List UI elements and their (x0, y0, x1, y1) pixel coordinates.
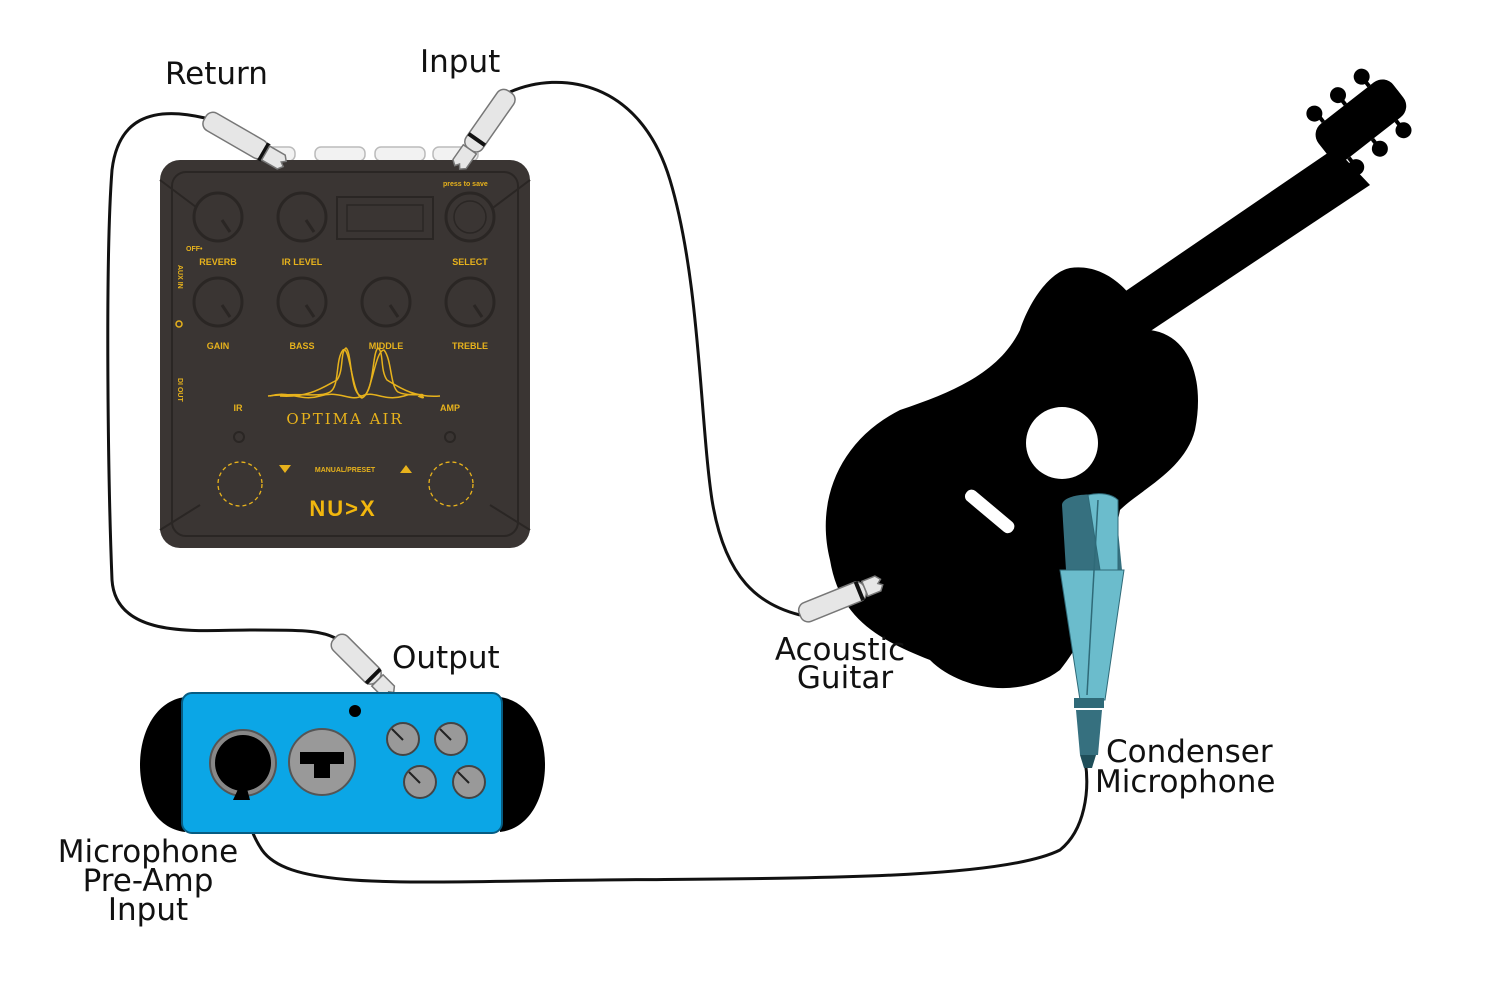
select-label: SELECT (452, 257, 488, 267)
optima-air-pedal: press to save OFF• REVERB IR LEVEL SELEC… (159, 146, 531, 548)
knob-gain[interactable] (192, 276, 244, 328)
input-label: Input (420, 44, 500, 80)
preamp-knob[interactable] (403, 765, 437, 799)
knob-reverb[interactable] (192, 191, 244, 243)
input-plug (452, 88, 516, 170)
footswitch-left[interactable] (217, 461, 263, 507)
return-label: Return (165, 56, 268, 92)
preamp-knob[interactable] (386, 722, 420, 756)
preamp-input-label-line3: Input (108, 892, 188, 928)
bridge (964, 489, 1015, 534)
condenser-label-line1: Condenser (1106, 734, 1273, 770)
gain-label: GAIN (207, 341, 230, 351)
guitar-plug (797, 575, 884, 623)
pedal-top-jacks (254, 146, 479, 162)
down-arrow-icon (279, 465, 291, 473)
footswitch-right[interactable] (428, 461, 474, 507)
up-arrow-icon (400, 465, 412, 473)
knob-bass[interactable] (276, 276, 328, 328)
return-cable (106, 112, 336, 640)
knob-ir-level[interactable] (276, 191, 328, 243)
cables (106, 80, 1089, 884)
di-out-label: DI OUT (176, 378, 183, 402)
ir-level-label: IR LEVEL (282, 257, 323, 267)
manual-preset-label: MANUAL/PRESET (315, 467, 376, 474)
amp-led-label: AMP (440, 403, 460, 413)
output-plug (330, 633, 396, 699)
return-plug (202, 111, 288, 170)
brand-logo: NU>X (309, 496, 376, 521)
knob-treble[interactable] (444, 276, 496, 328)
reverb-label: REVERB (199, 257, 237, 267)
acoustic-guitar (825, 68, 1412, 689)
ir-led-label: IR (234, 403, 244, 413)
indicator-led (349, 705, 361, 717)
sound-hole (1026, 407, 1098, 479)
preamp-input-label-line1: Microphone (58, 834, 238, 870)
middle-label: MIDDLE (369, 341, 404, 351)
microphone-cable (241, 759, 1089, 884)
microphone-preamp (140, 692, 545, 834)
bass-label: BASS (289, 341, 314, 351)
ir-led (233, 431, 245, 443)
input-cable (509, 80, 801, 617)
condenser-microphone (1059, 493, 1125, 768)
amp-led (444, 431, 456, 443)
output-label: Output (392, 640, 500, 676)
model-name: OPTIMA AIR (286, 410, 403, 428)
off-label: OFF• (186, 246, 203, 253)
headphone-icon (175, 320, 183, 328)
pedal-body (160, 160, 530, 548)
aux-in-label: AUX IN (176, 265, 183, 289)
condenser-label-line2: Microphone (1095, 764, 1275, 800)
knob-middle[interactable] (360, 276, 412, 328)
acoustic-guitar-label-line1: Acoustic (775, 632, 905, 668)
knob-select[interactable] (444, 191, 496, 243)
pedal-display (336, 196, 434, 240)
acoustic-guitar-label-line2: Guitar (797, 660, 893, 696)
preamp-knob[interactable] (434, 722, 468, 756)
xlr-jack[interactable] (288, 728, 356, 796)
press-to-save-label: press to save (443, 181, 488, 188)
preamp-knob[interactable] (452, 765, 486, 799)
treble-label: TREBLE (452, 341, 488, 351)
waveform-logo-icon (267, 347, 441, 399)
preamp-input-label-line2: Pre-Amp (83, 863, 214, 899)
